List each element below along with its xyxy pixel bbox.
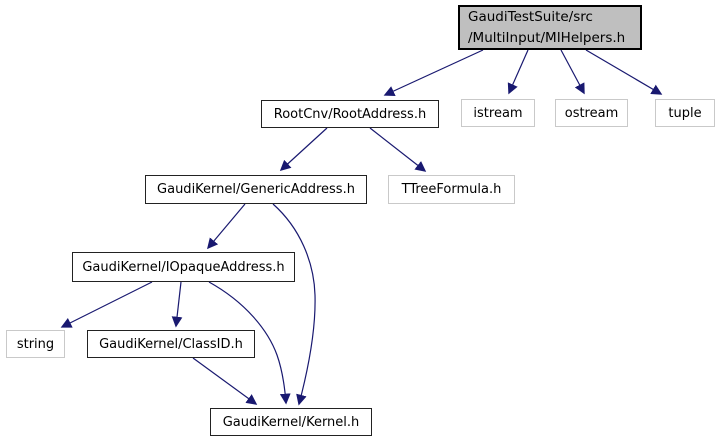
node-kernel[interactable]: GaudiKernel/Kernel.h [210,408,372,436]
edge-iopaqueaddress-string [60,281,153,328]
edge-iopaqueaddress-kernel [208,281,291,405]
node-mihelpers[interactable]: GaudiTestSuite/src /MultiInput/MIHelpers… [458,5,642,50]
edge-iopaqueaddress-classid [171,281,183,328]
node-rootaddress[interactable]: RootCnv/RootAddress.h [261,100,439,128]
node-classid[interactable]: GaudiKernel/ClassID.h [87,330,255,358]
node-ostream[interactable]: ostream [555,99,628,127]
edge-rootaddress-ttreeformula [369,127,427,172]
edge-mihelpers-rootaddress [383,49,484,97]
edge-rootaddress-genericaddress [279,127,328,172]
node-genericaddress[interactable]: GaudiKernel/GenericAddress.h [145,175,367,204]
node-ttreeformula[interactable]: TTreeFormula.h [388,175,515,204]
edge-mihelpers-ostream [560,49,585,95]
edge-mihelpers-tuple [585,49,663,95]
edge-genericaddress-iopaqueaddress [207,203,246,250]
node-iopaqueaddress[interactable]: GaudiKernel/IOpaqueAddress.h [72,252,295,282]
node-tuple[interactable]: tuple [655,99,715,127]
edge-mihelpers-istream [507,49,529,95]
node-istream[interactable]: istream [461,99,535,127]
node-string[interactable]: string [6,330,65,358]
edge-genericaddress-kernel [272,203,316,406]
edge-classid-kernel [192,357,258,405]
